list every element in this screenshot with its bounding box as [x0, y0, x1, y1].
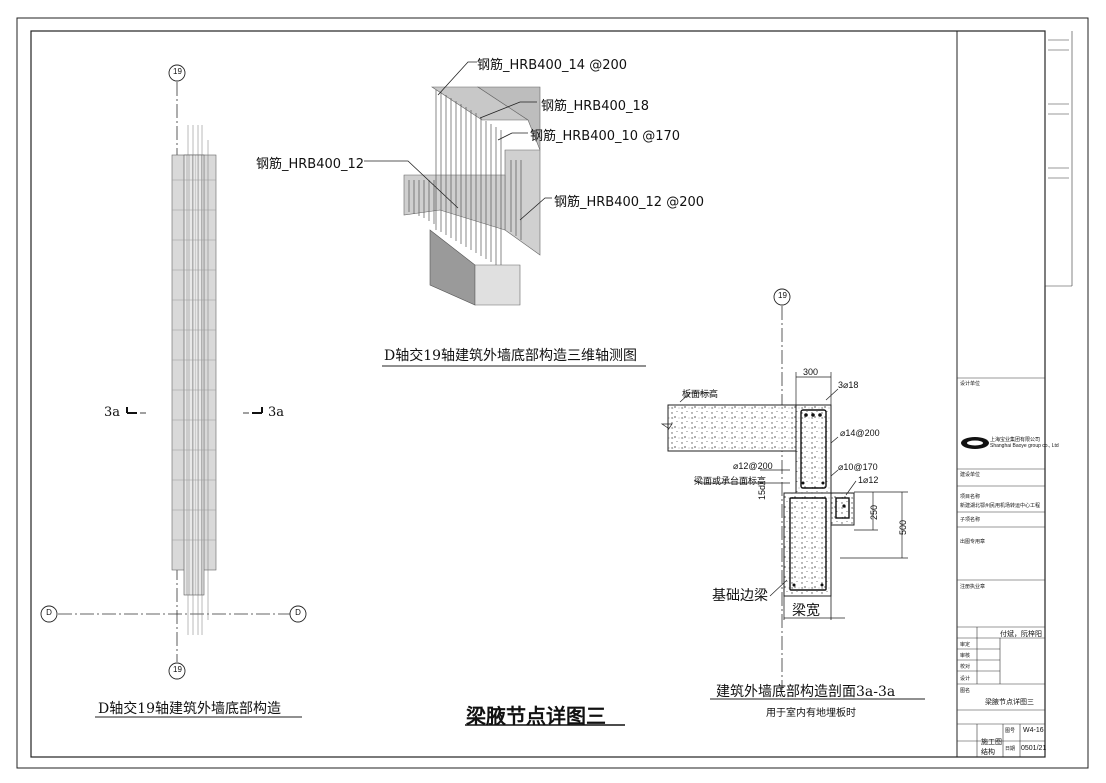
tb-role-review: 审核 [960, 653, 971, 659]
tb-date: 0501/21 [1021, 745, 1047, 752]
tb-company-name: 上海宝业集团有限公司 [990, 437, 1041, 443]
dim-stirrup-14: ⌀14@200 [840, 428, 880, 438]
tb-reg-stamp-label: 注册执业章 [960, 584, 986, 590]
tb-build-unit-label: 建设单位 [960, 472, 981, 478]
dim-depth-500: 500 [898, 519, 908, 535]
axis-bubble-19-bottom: 19 [173, 665, 182, 674]
tb-drawing-name: 梁腋节点详图三 [985, 699, 1034, 706]
tb-role-approve: 审定 [960, 642, 971, 648]
dim-bar-12-200: ⌀12@200 [733, 461, 773, 471]
section-subcaption: 用于室内有地埋板时 [766, 708, 856, 719]
dim-top-bars: 3⌀18 [838, 380, 859, 390]
dim-300: 300 [803, 367, 819, 377]
rebar-label-18: 钢筋_HRB400_18 [541, 99, 650, 114]
label-slab-top: 板面标高 [682, 389, 719, 399]
tb-stamp-label: 出图专用章 [960, 539, 986, 545]
dim-lap-15d: 15d [757, 484, 767, 500]
axis-bubble-19-top: 19 [173, 67, 182, 76]
section-mark-left: 3a [104, 405, 121, 420]
tb-stage: 施工图 [981, 739, 1002, 746]
tb-drawing-name-label: 图名 [960, 688, 971, 694]
section-mark-right: 3a [268, 405, 285, 420]
dim-stirrup-10: ⌀10@170 [838, 462, 878, 472]
tb-project-label: 项目名称 [960, 494, 981, 500]
section-caption: 建筑外墙底部构造剖面3a-3a [716, 684, 896, 700]
elevation-caption: D轴交19轴建筑外墙底部构造 [98, 701, 282, 717]
dim-bar-1-12: 1⌀12 [858, 475, 879, 485]
tb-company-name-en: Shanghai Baoye group co., Ltd [990, 443, 1059, 449]
tb-role-design: 设计 [960, 676, 971, 682]
dim-haunch-250: 250 [869, 504, 879, 520]
tb-discipline: 结构 [981, 749, 995, 756]
axonometric-caption: D轴交19轴建筑外墙底部构造三维轴测图 [384, 348, 638, 364]
drawing-title: 梁腋节点详图三 [466, 704, 606, 728]
rebar-label-10-170: 钢筋_HRB400_10 @170 [530, 129, 681, 144]
tb-sheet-no: W4-16 [1023, 727, 1044, 734]
axis-bubble-d-left: D [46, 608, 52, 617]
tb-project-name: 新建湖北鄂州民用机场转运中心工程 [960, 503, 1041, 509]
tb-role-check: 校对 [960, 664, 971, 670]
label-edge-beam: 基础边梁 [712, 588, 768, 604]
tb-design-unit-label: 设计单位 [960, 381, 981, 387]
rebar-label-12-200: 钢筋_HRB400_12 @200 [554, 195, 705, 210]
axis-bubble-19-section: 19 [778, 291, 787, 300]
label-beam-top: 梁面或承台面标高 [694, 476, 767, 486]
rebar-label-12: 钢筋_HRB400_12 [256, 157, 365, 172]
rebar-label-14-200: 钢筋_HRB400_14 @200 [477, 58, 628, 73]
tb-date-label: 日期 [1005, 746, 1016, 752]
tb-sheet-no-label: 图号 [1005, 728, 1016, 734]
tb-people: 付斌，阮梓阳 [1000, 631, 1042, 638]
label-beam-width: 梁宽 [792, 603, 820, 619]
axis-bubble-d-right: D [295, 608, 301, 617]
tb-subproject-label: 子项名称 [960, 517, 981, 523]
